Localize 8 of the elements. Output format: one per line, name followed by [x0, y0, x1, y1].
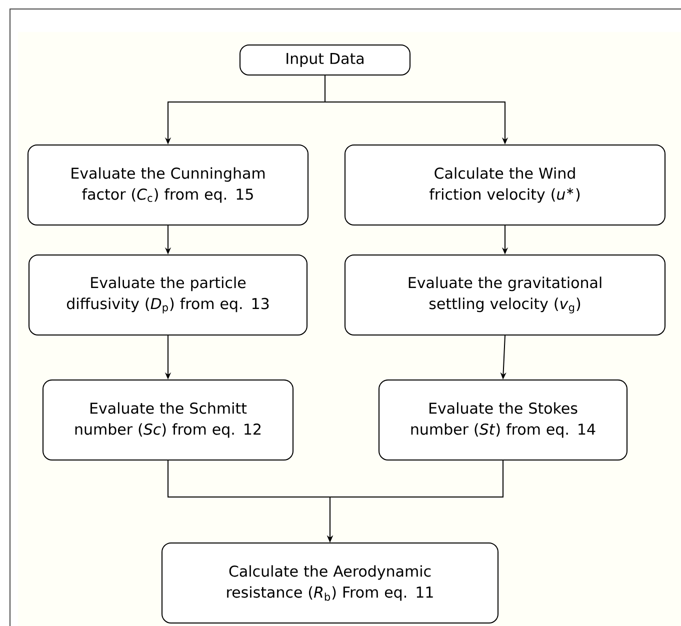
process-box: Calculate the Wind friction velocity (u$^{∗}$)	[344, 144, 666, 226]
process-box: Evaluate the Schmitt number (Sc) from eq. 12	[42, 380, 294, 460]
process-box: Calculate the Aerodynamic resistance (R$_{b}$) From eq. 11	[162, 542, 498, 624]
process-box: Input Data	[240, 44, 410, 76]
process-box: Evaluate the gravitational settling velocity (v$_{g}$)	[344, 254, 666, 336]
process-box: Evaluate the Stokes number (St) from eq. 14	[378, 380, 628, 460]
process-box: Evaluate the Cunningham factor (C$_{c}$) from eq. 15	[28, 144, 308, 226]
process-box: Evaluate the particle diffusivity (D$_{p}$) from eq. 13	[28, 254, 308, 336]
